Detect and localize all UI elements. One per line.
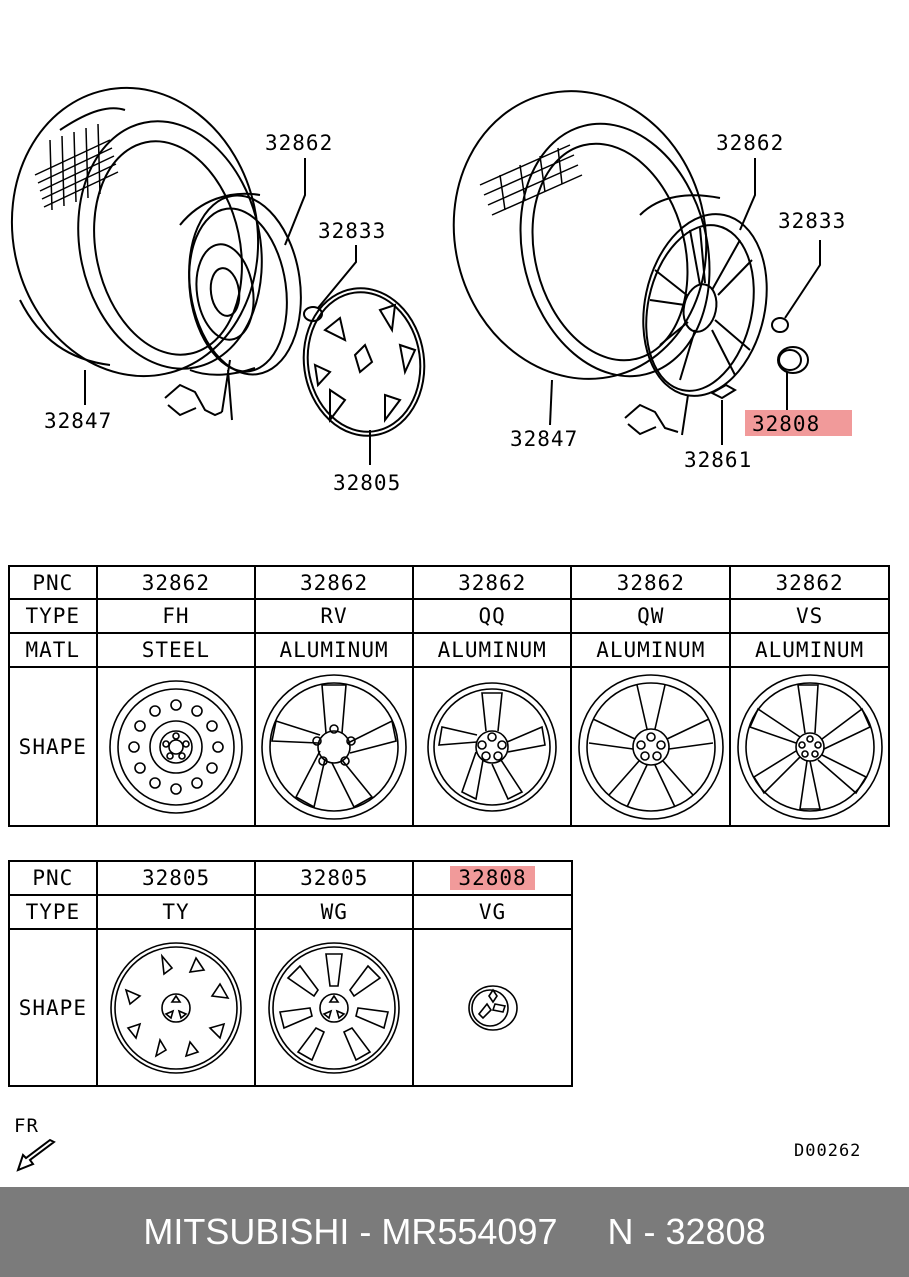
- cover-parts-table: PNC 32805 32805 32808 TYPE TY WG VG SHAP…: [8, 860, 573, 1087]
- type-cell: WG: [254, 894, 415, 930]
- center-cap-icon: [467, 984, 518, 1031]
- matl-cell: ALUMINUM: [254, 632, 414, 668]
- wheel-cover-icon: [268, 941, 401, 1074]
- table-row: MATL STEEL ALUMINUM ALUMINUM ALUMINUM AL…: [8, 632, 890, 668]
- callout-left-nut: 32833: [318, 219, 387, 243]
- left-wheel-cover-drawing: [302, 287, 426, 465]
- table-row: TYPE TY WG VG: [8, 894, 573, 930]
- pnc-cell: 32805: [95, 860, 257, 896]
- alloy-wheel-icon: [427, 681, 557, 812]
- alloy-5-spoke-wheel-icon: [261, 673, 407, 820]
- pnc-cell-highlighted: 32808: [450, 866, 535, 890]
- table-row: SHAPE: [8, 928, 573, 1087]
- left-nut-drawing: [303, 245, 357, 322]
- type-cell: TY: [95, 894, 257, 930]
- callout-right-nut: 32833: [778, 209, 847, 233]
- type-cell: QW: [570, 598, 732, 634]
- type-cell: QQ: [411, 598, 573, 634]
- callout-left-wheel: 32862: [265, 131, 334, 155]
- row-label-type: TYPE: [8, 894, 98, 930]
- right-center-cap-drawing: [777, 346, 809, 410]
- type-cell: FH: [95, 598, 257, 634]
- arrow-down-left-icon: [16, 1138, 56, 1172]
- alloy-7-spoke-wheel-icon: [736, 673, 883, 820]
- right-valve-drawing: [624, 394, 689, 436]
- right-alloy-wheel-drawing: [639, 194, 768, 397]
- callout-right-cap: 32808: [752, 412, 821, 436]
- left-tire-drawing: [10, 86, 263, 378]
- alloy-10-spoke-wheel-icon: [577, 673, 724, 820]
- row-label-shape: SHAPE: [8, 928, 98, 1087]
- wheel-parts-table: PNC 32862 32862 32862 32862 32862 TYPE F…: [8, 565, 890, 827]
- part-info-banner: MITSUBISHI - MR554097 N - 32808: [0, 1187, 909, 1277]
- callout-highlight: [745, 410, 852, 436]
- wheel-cover-icon: [110, 941, 242, 1074]
- exploded-wheel-diagram: [10, 86, 821, 465]
- row-label-type: TYPE: [8, 598, 98, 634]
- matl-cell: STEEL: [95, 632, 257, 668]
- diagram-id: D00262: [794, 1141, 862, 1161]
- pnc-cell: 32862: [254, 565, 414, 600]
- row-label-shape: SHAPE: [8, 666, 98, 827]
- separator: -: [349, 1211, 382, 1252]
- type-cell: VG: [412, 894, 573, 930]
- steel-wheel-icon: [109, 679, 243, 814]
- table-row: TYPE FH RV QQ QW VS: [8, 598, 890, 634]
- row-label-matl: MATL: [8, 632, 98, 668]
- type-cell: RV: [254, 598, 414, 634]
- matl-cell: ALUMINUM: [729, 632, 890, 668]
- right-tire-drawing: [452, 90, 711, 380]
- table-row: PNC 32862 32862 32862 32862 32862: [8, 565, 890, 600]
- callout-left-cover: 32805: [333, 471, 402, 495]
- table-row: SHAPE: [8, 666, 890, 827]
- part-number: MR554097: [381, 1211, 558, 1252]
- matl-cell: ALUMINUM: [411, 632, 573, 668]
- matl-cell: ALUMINUM: [570, 632, 732, 668]
- brand-name: MITSUBISHI: [143, 1211, 350, 1252]
- row-label-pnc: PNC: [8, 860, 98, 896]
- right-nut-drawing: [771, 240, 821, 333]
- callout-left-tire: 32847: [44, 409, 113, 433]
- type-cell: VS: [729, 598, 890, 634]
- fr-label: FR: [14, 1115, 39, 1137]
- right-balance-weight-drawing: [709, 383, 737, 445]
- spacer: [558, 1211, 608, 1253]
- pnc-cell: 32862: [729, 565, 890, 600]
- row-label-pnc: PNC: [8, 565, 98, 600]
- pnc-cell: 32805: [254, 860, 415, 896]
- left-steel-wheel-drawing: [179, 192, 302, 376]
- pnc-cell: 32862: [411, 565, 573, 600]
- left-valve-drawing: [164, 359, 233, 421]
- callout-right-tire: 32847: [510, 427, 579, 451]
- pnc-cell: 32862: [95, 565, 257, 600]
- pnc-cell: 32862: [570, 565, 732, 600]
- table-row: PNC 32805 32805 32808: [8, 860, 573, 896]
- reference-number: N - 32808: [607, 1211, 766, 1252]
- callout-right-weight: 32861: [684, 448, 753, 472]
- callout-right-wheel: 32862: [716, 131, 785, 155]
- front-direction-indicator: FR: [14, 1114, 60, 1178]
